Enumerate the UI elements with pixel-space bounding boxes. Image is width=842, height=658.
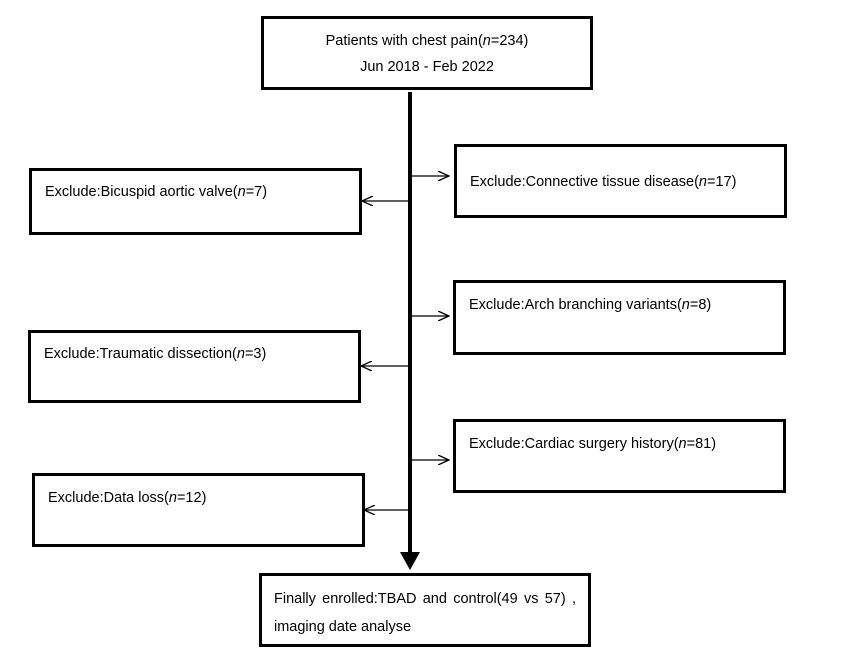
box-finally-enrolled: Finally enrolled:TBAD and control(49 vs … (259, 573, 591, 647)
box-connective-n: n (698, 174, 707, 190)
box-bicuspid-n: n (237, 184, 246, 200)
box-cardiac-surgery-history: Exclude:Cardiac surgery history(n=81) (453, 419, 786, 493)
top-box-line1: Patients with chest pain(n=234) (264, 33, 590, 49)
box-connective-tissue-disease: Exclude:Connective tissue disease(n=17) (454, 144, 787, 218)
box-connective-suffix: =17) (706, 174, 737, 190)
box-cardiac-prefix: Exclude:Cardiac surgery history( (469, 436, 679, 452)
box-data-loss-suffix: =12) (176, 490, 207, 506)
box-data-loss: Exclude:Data loss(n=12) (32, 473, 365, 547)
box-data-loss-n: n (168, 490, 177, 506)
box-arch-prefix: Exclude:Arch branching variants( (469, 297, 682, 313)
box-traumatic-prefix: Exclude:Traumatic dissection( (44, 346, 237, 362)
box-cardiac-suffix: =81) (686, 436, 717, 452)
box-connective-label: Exclude:Connective tissue disease(n=17) (470, 174, 736, 190)
box-data-loss-label: Exclude:Data loss(n=12) (48, 490, 206, 506)
main-trunk-arrowhead (400, 552, 420, 570)
box-cardiac-label: Exclude:Cardiac surgery history(n=81) (469, 436, 716, 452)
box-traumatic-dissection: Exclude:Traumatic dissection(n=3) (28, 330, 361, 403)
top-box-line1-prefix: Patients with chest pain( (325, 33, 483, 49)
box-arch-n: n (681, 297, 690, 313)
box-data-loss-prefix: Exclude:Data loss( (48, 490, 169, 506)
top-box-line1-suffix: =234) (490, 33, 529, 49)
box-arch-suffix: =8) (689, 297, 712, 313)
box-bicuspid-prefix: Exclude:Bicuspid aortic valve( (45, 184, 238, 200)
box-traumatic-suffix: =3) (244, 346, 267, 362)
box-bicuspid-aortic-valve: Exclude:Bicuspid aortic valve(n=7) (29, 168, 362, 235)
box-cardiac-n: n (678, 436, 687, 452)
box-arch-branching-variants: Exclude:Arch branching variants(n=8) (453, 280, 786, 355)
box-arch-label: Exclude:Arch branching variants(n=8) (469, 297, 711, 313)
top-box-line1-n: n (482, 33, 491, 49)
box-bicuspid-suffix: =7) (245, 184, 268, 200)
box-finally-enrolled-text: Finally enrolled:TBAD and control(49 vs … (274, 591, 576, 635)
box-connective-prefix: Exclude:Connective tissue disease( (470, 174, 699, 190)
top-box-line2: Jun 2018 - Feb 2022 (360, 59, 494, 75)
box-bicuspid-label: Exclude:Bicuspid aortic valve(n=7) (45, 184, 267, 200)
top-box-patients: Patients with chest pain(n=234) Jun 2018… (261, 16, 593, 90)
box-traumatic-n: n (236, 346, 245, 362)
box-traumatic-label: Exclude:Traumatic dissection(n=3) (44, 346, 266, 362)
